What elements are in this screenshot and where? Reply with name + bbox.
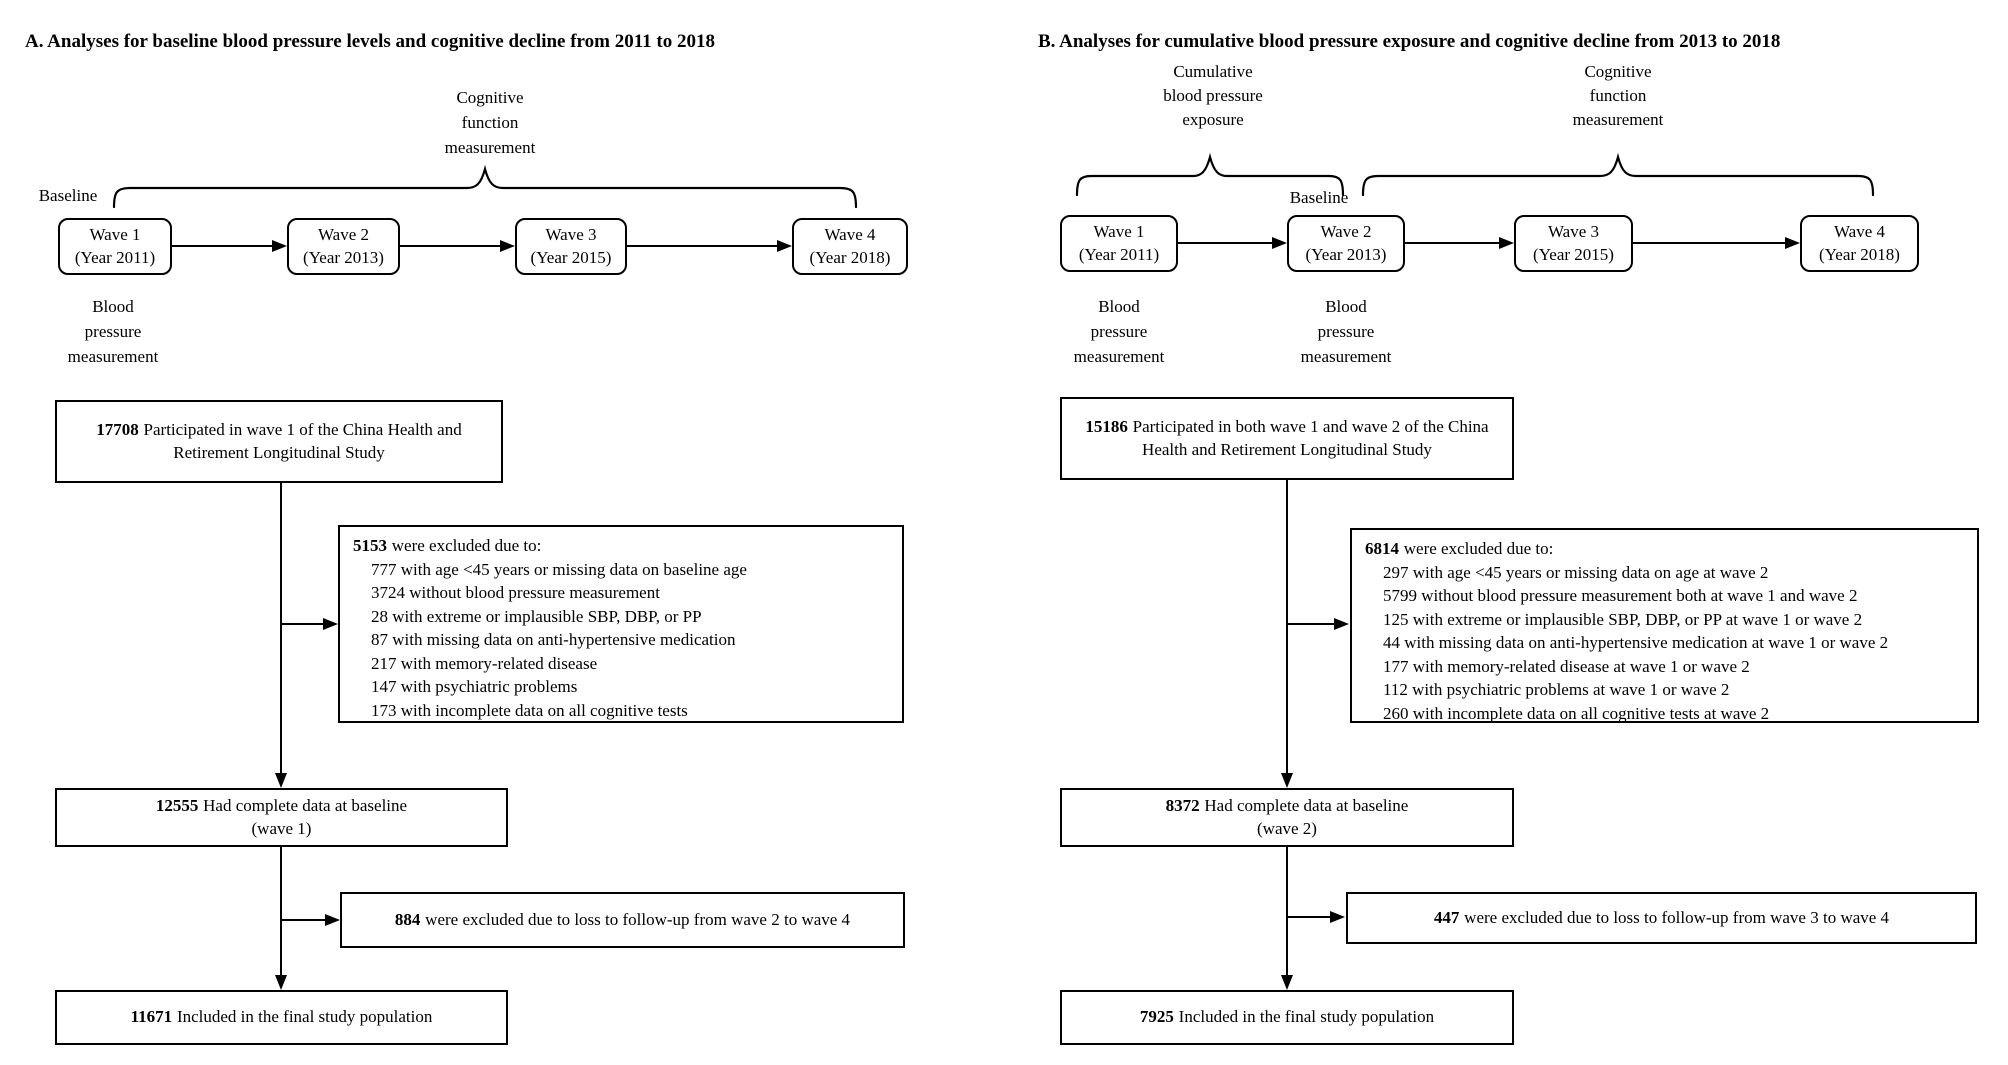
complete-count: 12555: [155, 795, 199, 815]
baseline-label: Baseline: [38, 186, 98, 205]
wave1-wave2-arrow: [172, 245, 274, 247]
final-count: 7925: [1139, 1007, 1174, 1027]
cumulative-bp-label: Cumulative blood pressure exposure: [1163, 62, 1263, 129]
cognitive-measurement-label: Cognitive function measurement: [1572, 62, 1664, 129]
wave-box-3: Wave 3 (Year 2015): [515, 218, 627, 275]
arrowhead-icon: [275, 773, 287, 788]
wave1-wave2-arrow: [1178, 242, 1274, 244]
panel-a-title: A. Analyses for baseline blood pressure …: [25, 31, 715, 52]
baseline-label: Baseline: [1289, 188, 1349, 207]
excluded-count: 6814: [1365, 539, 1399, 558]
complete-count: 8372: [1165, 795, 1200, 815]
arrowhead-icon: [275, 975, 287, 990]
arrowhead-icon: [1281, 975, 1293, 990]
flow-line: [1286, 847, 1288, 977]
arrowhead-icon: [272, 240, 287, 252]
wave-box-4: Wave 4 (Year 2018): [1800, 215, 1919, 272]
wave3-wave4-arrow: [627, 245, 779, 247]
bp-measurement-label-wave1: Blood pressure measurement: [1073, 297, 1165, 366]
exclusion-item: 112 with psychiatric problems at wave 1 …: [1383, 680, 1730, 699]
exclusion-item: 777 with age <45 years or missing data o…: [371, 559, 747, 579]
exclusion-item: 3724 without blood pressure measurement: [371, 583, 660, 602]
exclusion-arrow: [281, 623, 324, 625]
wave2-wave3-arrow: [1405, 242, 1501, 244]
wave2-wave3-arrow: [400, 245, 502, 247]
flow-line: [280, 483, 282, 776]
loss-count: 447: [1433, 907, 1460, 927]
exclusion-item: 260 with incomplete data on all cognitiv…: [1383, 703, 1770, 723]
arrowhead-icon: [1785, 237, 1800, 249]
arrowhead-icon: [1499, 237, 1514, 249]
arrowhead-icon: [1334, 618, 1349, 630]
arrowhead-icon: [777, 240, 792, 252]
exclusion-item: 173 with incomplete data on all cognitiv…: [371, 700, 688, 720]
flow-line: [280, 847, 282, 977]
loss-arrow: [1287, 916, 1331, 918]
exclusion-item: 217 with memory-related disease: [371, 653, 598, 673]
enrolled-count: 15186: [1085, 416, 1128, 436]
bp-measurement-label: Blood pressure measurement: [67, 297, 159, 366]
exclusion-item: 147 with psychiatric problems: [371, 677, 578, 696]
cognitive-measurement-label: Cognitive function measurement: [444, 88, 536, 157]
exclusion-item: 177 with memory-related disease at wave …: [1383, 656, 1750, 676]
wave-box-3: Wave 3 (Year 2015): [1514, 215, 1633, 272]
exclusion-item: 28 with extreme or implausible SBP, DBP,…: [371, 606, 702, 626]
panel-b-title: B. Analyses for cumulative blood pressur…: [1038, 31, 1781, 52]
wave3-wave4-arrow: [1633, 242, 1787, 244]
loss-arrow: [281, 919, 325, 921]
bp-measurement-label-wave2: Blood pressure measurement: [1300, 297, 1392, 366]
exclusion-item: 87 with missing data on anti-hypertensiv…: [371, 630, 736, 649]
arrowhead-icon: [500, 240, 515, 252]
cumulative-brace: [1075, 152, 1345, 196]
arrowhead-icon: [1281, 773, 1293, 788]
exclusion-item: 44 with missing data on anti-hypertensiv…: [1383, 633, 1889, 652]
enrolled-count: 17708: [96, 419, 139, 439]
wave-box-1: Wave 1 (Year 2011): [58, 218, 172, 275]
final-count: 11671: [130, 1007, 173, 1027]
exclusion-item: 125 with extreme or implausible SBP, DBP…: [1383, 609, 1863, 629]
exclusion-item: 297 with age <45 years or missing data o…: [1383, 562, 1769, 582]
wave-box-2: Wave 2 (Year 2013): [287, 218, 400, 275]
excluded-count: 5153: [353, 536, 387, 555]
arrowhead-icon: [1272, 237, 1287, 249]
exclusion-arrow: [1287, 623, 1335, 625]
flow-line: [1286, 480, 1288, 776]
arrowhead-icon: [1330, 911, 1345, 923]
loss-count: 884: [394, 909, 421, 929]
cognitive-brace: [1361, 152, 1875, 196]
wave-box-1: Wave 1 (Year 2011): [1060, 215, 1178, 272]
cognitive-brace: [112, 164, 858, 208]
exclusion-item: 5799 without blood pressure measurement …: [1383, 586, 1858, 605]
wave-box-4: Wave 4 (Year 2018): [792, 218, 908, 275]
wave-box-2: Wave 2 (Year 2013): [1287, 215, 1405, 272]
arrowhead-icon: [323, 618, 338, 630]
arrowhead-icon: [325, 914, 340, 926]
